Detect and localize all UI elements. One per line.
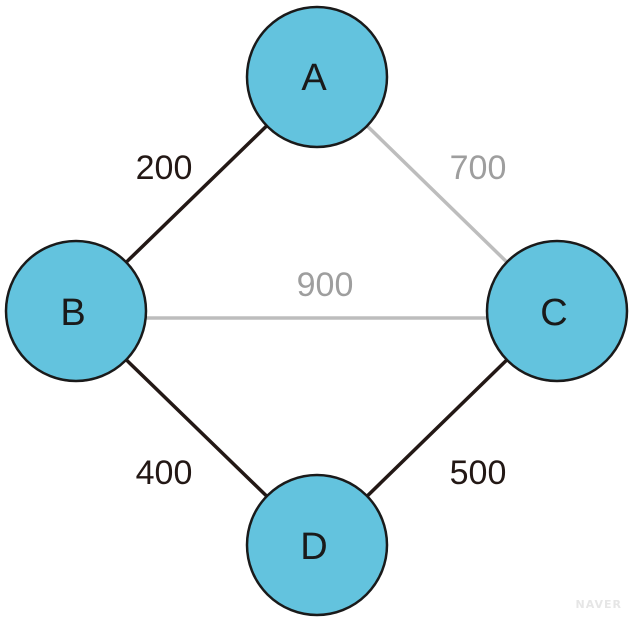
- node-b: B: [4, 239, 148, 383]
- edge-weight-b-c: 900: [297, 266, 354, 304]
- node-d-label: D: [300, 526, 327, 568]
- node-c-label: C: [540, 292, 567, 334]
- node-c: C: [485, 239, 629, 383]
- node-d-circle: [245, 473, 389, 617]
- edge-weight-b-d: 400: [136, 454, 193, 492]
- watermark: NAVER: [576, 598, 622, 611]
- node-a: A: [245, 5, 389, 149]
- edge-weight-c-d: 500: [450, 454, 507, 492]
- node-b-label: B: [60, 292, 85, 334]
- node-d: D: [245, 473, 389, 617]
- edge-weight-a-c: 700: [450, 149, 507, 187]
- edge-weight-a-b: 200: [136, 149, 193, 187]
- node-b-circle: [4, 239, 148, 383]
- node-c-circle: [485, 239, 629, 383]
- node-a-label: A: [301, 57, 327, 99]
- node-a-circle: [245, 5, 389, 149]
- edge-labels: 200 700 900 400 500: [136, 149, 507, 492]
